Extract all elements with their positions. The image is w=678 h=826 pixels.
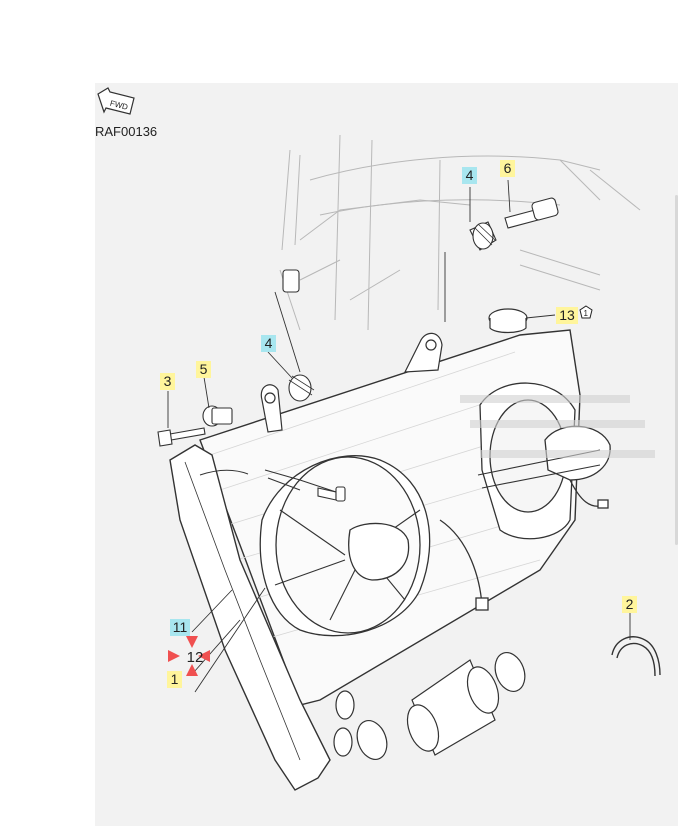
- callout-item-12[interactable]: 12: [186, 649, 204, 666]
- callout-item-11[interactable]: 11: [170, 619, 190, 636]
- lower-outlet-pipes: [333, 690, 355, 757]
- left-fan-assembly: [259, 455, 489, 637]
- radiator-mount-tabs: [260, 332, 443, 433]
- rubber-grommet-lower: [288, 374, 315, 402]
- scrollbar[interactable]: [675, 195, 678, 545]
- fwd-label: FWD: [109, 99, 129, 112]
- hose-clip: [611, 636, 661, 677]
- frame-spacer: [282, 269, 300, 293]
- rubber-grommet-upper: [469, 221, 497, 251]
- pentagon-1-icon: 1: [579, 305, 593, 323]
- figure-reference-code: RAF00136: [95, 124, 158, 139]
- callout-item-6[interactable]: 6: [500, 160, 515, 177]
- watermark-pattern: [460, 395, 655, 458]
- flag-label: 1: [584, 309, 589, 318]
- red-position-markers: [168, 636, 210, 676]
- callout-item-2[interactable]: 2: [622, 596, 637, 613]
- chassis-frame-outline: [279, 134, 641, 331]
- fan-mount-screw: [317, 486, 346, 502]
- callout-item-5[interactable]: 5: [196, 361, 211, 378]
- bolt-upper: [504, 197, 559, 229]
- callout-item-1[interactable]: 1: [167, 671, 182, 688]
- fwd-arrow-icon: FWD: [97, 87, 135, 115]
- callout-item-4-lower[interactable]: 4: [261, 335, 276, 352]
- radiator-cap: [488, 308, 528, 334]
- radiator-left-tank: [169, 444, 331, 791]
- callout-item-4-upper[interactable]: 4: [462, 167, 477, 184]
- lower-hose-and-clamps: [356, 652, 526, 760]
- collar-and-bolt: [157, 405, 233, 447]
- callout-item-13[interactable]: 13: [556, 307, 578, 324]
- leader-lines: [167, 179, 631, 693]
- callout-item-3[interactable]: 3: [160, 373, 175, 390]
